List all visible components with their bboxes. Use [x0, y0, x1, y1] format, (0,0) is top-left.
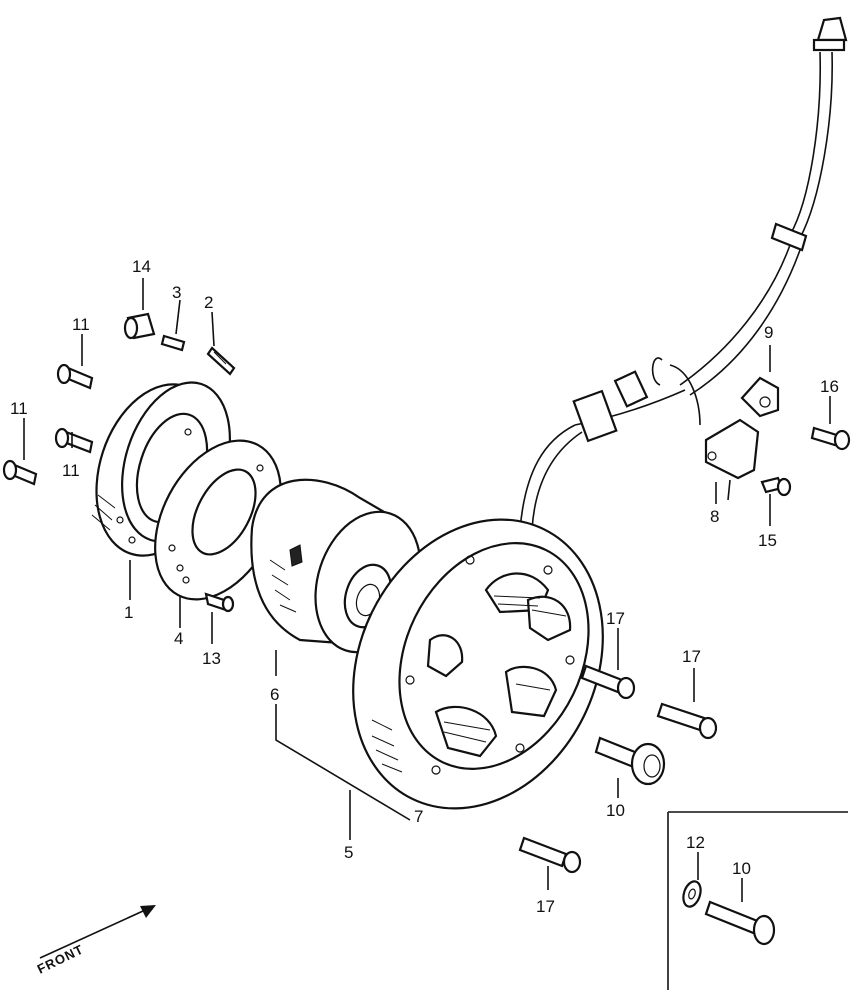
label-11-mid: 11 — [62, 461, 80, 480]
label-2: 2 — [204, 293, 213, 312]
label-10-inset: 10 — [732, 859, 751, 878]
front-label: FRONT — [35, 941, 86, 976]
part-7-stator — [352, 518, 604, 810]
label-12: 12 — [686, 833, 705, 852]
part-9-bracket — [740, 345, 780, 418]
part-13-pin — [204, 592, 235, 613]
part-17-bolt-c — [518, 836, 582, 874]
label-9: 9 — [764, 323, 773, 342]
part-17-bolt-b — [656, 702, 718, 740]
part-10-flange-bolt — [594, 736, 666, 786]
label-16: 16 — [820, 377, 839, 396]
label-15: 15 — [758, 531, 777, 550]
part-2-stud — [206, 346, 236, 376]
part-3-pin — [160, 334, 186, 352]
part-8-holder — [704, 418, 760, 501]
label-4: 4 — [174, 629, 183, 648]
label-1: 1 — [124, 603, 133, 622]
label-5: 5 — [344, 843, 353, 862]
part-11-bolt-a — [56, 363, 94, 390]
label-10-main: 10 — [606, 801, 625, 820]
front-arrow — [39, 905, 156, 959]
label-14: 14 — [132, 257, 151, 276]
label-7: 7 — [414, 807, 423, 826]
label-11-top: 11 — [72, 315, 90, 334]
label-3: 3 — [172, 283, 181, 302]
part-4-plate — [154, 439, 282, 601]
leader-lines — [23, 278, 831, 902]
part-14-collar — [123, 312, 156, 340]
part-11-bolt-c — [2, 459, 38, 486]
part-17-bolt-a — [580, 664, 636, 700]
label-11-left: 11 — [10, 399, 28, 418]
label-17-lower: 17 — [536, 897, 555, 916]
label-6: 6 — [270, 685, 279, 704]
part-15-screw — [760, 476, 792, 497]
label-8: 8 — [710, 507, 719, 526]
part-11-bolt-b — [54, 427, 94, 454]
wiring-harness — [519, 16, 848, 531]
label-17-right: 17 — [682, 647, 701, 666]
inset-box — [667, 811, 848, 990]
label-17-upper: 17 — [606, 609, 625, 628]
part-16-screw — [810, 426, 851, 451]
label-13: 13 — [202, 649, 221, 668]
